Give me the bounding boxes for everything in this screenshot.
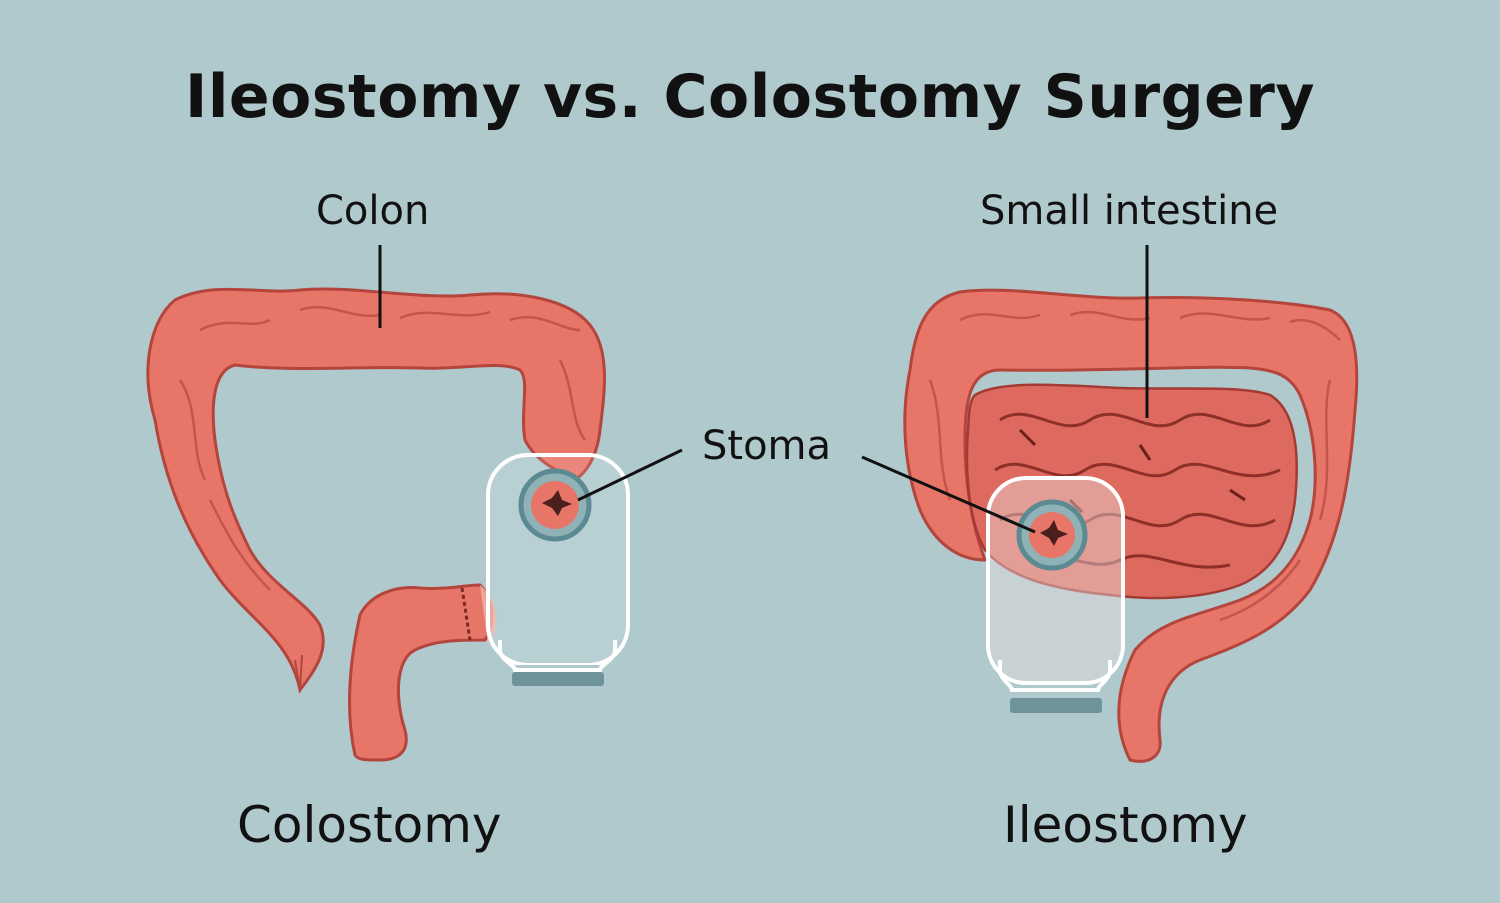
diagram-title: Ileostomy vs. Colostomy Surgery [185, 62, 1315, 132]
ileostomy-illustration [903, 288, 1359, 763]
small-intestine-label: Small intestine [980, 188, 1279, 234]
colostomy-illustration [146, 287, 630, 762]
large-intestine-shape [903, 288, 1359, 763]
rectum-shape [348, 583, 494, 762]
colon-label: Colon [316, 188, 430, 234]
colon-shape [146, 287, 606, 694]
stoma-label: Stoma [702, 423, 832, 469]
colostomy-caption: Colostomy [237, 796, 502, 854]
stoma-right [1016, 499, 1088, 571]
stoma-leader-line-right [861, 455, 1036, 534]
stoma-left [518, 468, 592, 542]
stoma-leader-line-left [577, 448, 683, 502]
ileostomy-caption: Ileostomy [1003, 796, 1248, 854]
